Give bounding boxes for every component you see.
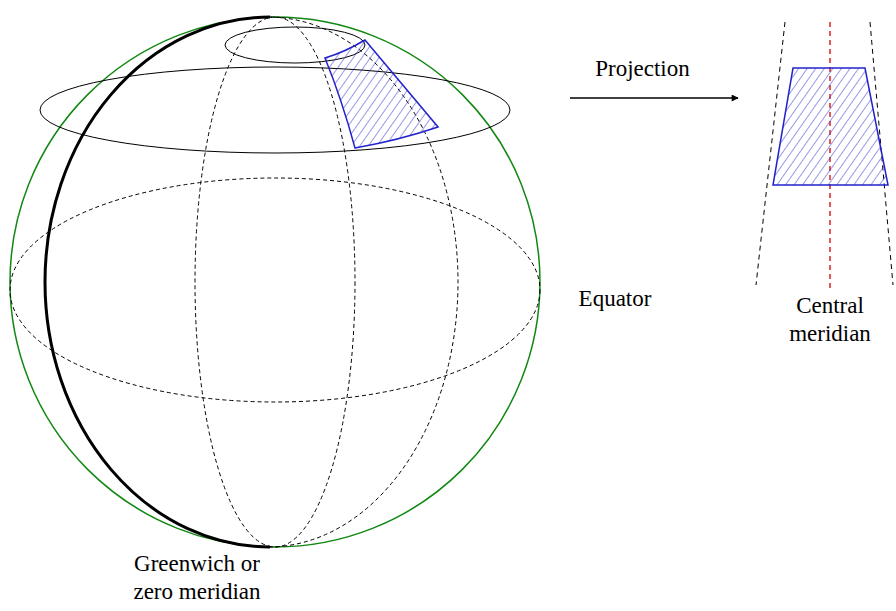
meridian-label: Greenwich or zero meridian xyxy=(112,550,282,606)
zero-meridian xyxy=(45,17,270,547)
latitude-circle xyxy=(40,67,510,153)
projection-arrow xyxy=(570,97,738,99)
meridian-label: Central meridian xyxy=(770,292,890,348)
projected-area xyxy=(773,68,888,185)
meridian-line xyxy=(195,17,355,547)
projected-area xyxy=(325,40,438,148)
equator-line xyxy=(10,178,540,402)
arrow-label: Projection xyxy=(575,55,710,83)
sphere-outline xyxy=(10,17,540,547)
meridian-line xyxy=(268,17,458,547)
equator-label: Equator xyxy=(560,285,670,313)
